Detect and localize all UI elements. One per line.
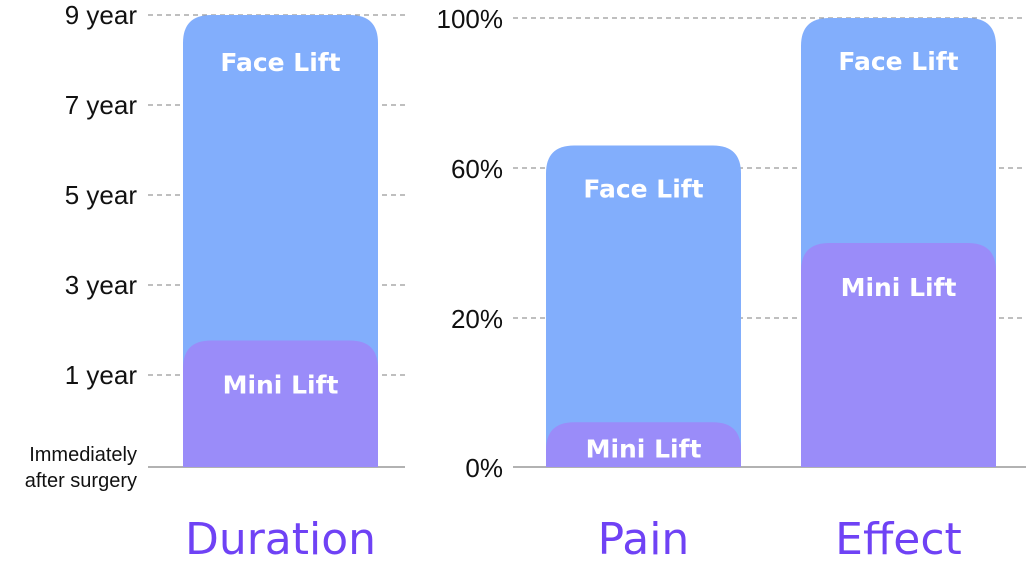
bar-duration-mini-lift [183, 340, 378, 467]
bar-effect-mini-lift [801, 243, 996, 467]
bar-label-duration-mini-lift: Mini Lift [223, 370, 339, 399]
bar-label-effect-mini-lift: Mini Lift [841, 273, 957, 302]
category-title-duration: Duration [185, 514, 376, 561]
bar-pain-face-lift [546, 145, 741, 467]
pct-y-tick-label: 20% [451, 304, 503, 334]
bar-label-pain-face-lift: Face Lift [583, 175, 703, 204]
bar-pain-mini-lift [546, 422, 741, 467]
pct-y-tick-label: 0% [465, 453, 503, 483]
duration-y-tick-label: 9 year [65, 0, 138, 30]
category-title-pain: Pain [598, 514, 690, 561]
duration-y-tick-label: 1 year [65, 360, 138, 390]
duration-y-tick-label: 5 year [65, 180, 138, 210]
pct-y-tick-label: 60% [451, 154, 503, 184]
bar-label-duration-face-lift: Face Lift [220, 48, 340, 77]
pct-y-tick-label: 100% [437, 4, 504, 34]
bar-label-pain-mini-lift: Mini Lift [586, 434, 702, 463]
duration-y-tick-label: 7 year [65, 90, 138, 120]
duration-y-tick-label: 3 year [65, 270, 138, 300]
category-title-effect: Effect [835, 514, 962, 561]
bar-label-effect-face-lift: Face Lift [838, 47, 958, 76]
